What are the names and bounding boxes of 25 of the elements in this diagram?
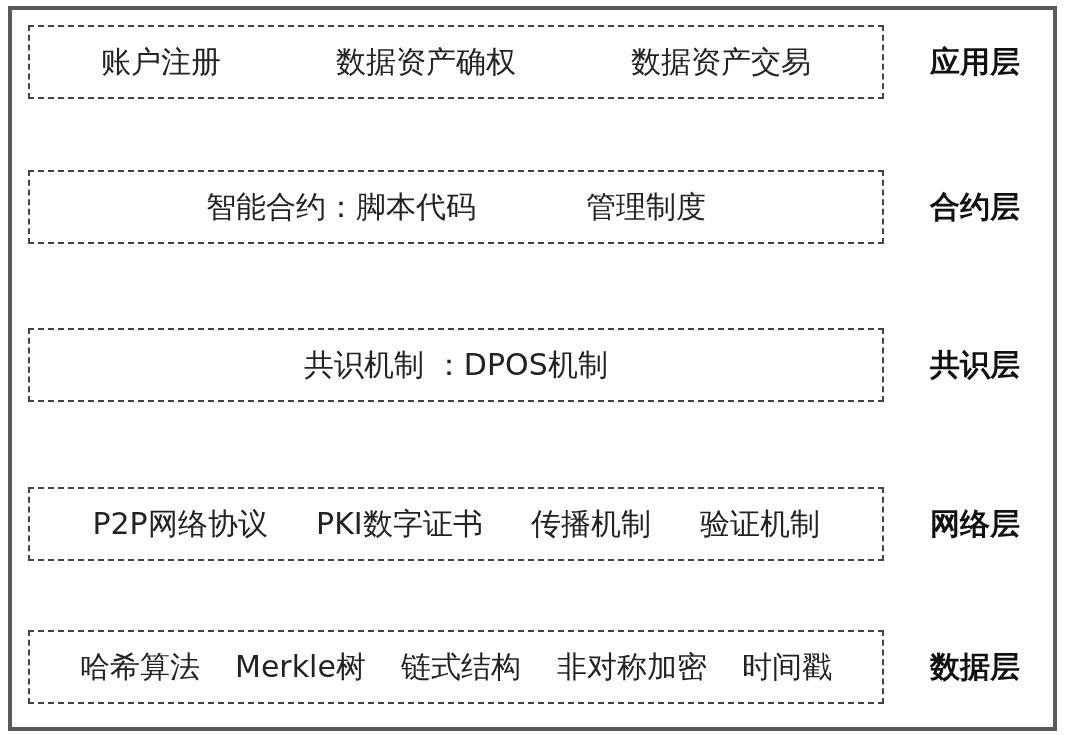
layer-item: 哈希算法 <box>79 647 200 686</box>
layer-item: 时间戳 <box>742 647 833 686</box>
layer-label: 合约层 <box>928 188 1021 226</box>
layer-item: 传播机制 <box>531 504 652 543</box>
layer-item: 数据资产交易 <box>630 42 811 81</box>
layer-label: 网络层 <box>929 505 1021 543</box>
layer-label: 应用层 <box>929 43 1021 81</box>
layer-item: 管理制度 <box>586 187 706 226</box>
layer-box <box>28 25 884 99</box>
layer-box <box>28 487 884 561</box>
layer-item: 智能合约：脚本代码 <box>206 187 476 226</box>
layer-item: P2P网络协议 <box>92 504 268 543</box>
layer-box <box>28 170 884 244</box>
layer-label: 共识层 <box>929 346 1021 384</box>
layer-item: 链式结构 <box>401 647 522 686</box>
layer-item: 数据资产确权 <box>336 42 516 81</box>
layer-item: 非对称加密 <box>556 647 707 686</box>
layer-item: Merkle树 <box>235 647 366 686</box>
layer-box <box>28 630 884 704</box>
layer-box <box>28 328 884 402</box>
layer-item: 账户注册 <box>101 42 222 81</box>
layer-item: 共识机制 ：DPOS机制 <box>304 345 608 384</box>
layer-item: PKI数字证书 <box>316 504 483 543</box>
layer-item: 验证机制 <box>699 504 820 543</box>
layer-label: 数据层 <box>928 648 1021 686</box>
